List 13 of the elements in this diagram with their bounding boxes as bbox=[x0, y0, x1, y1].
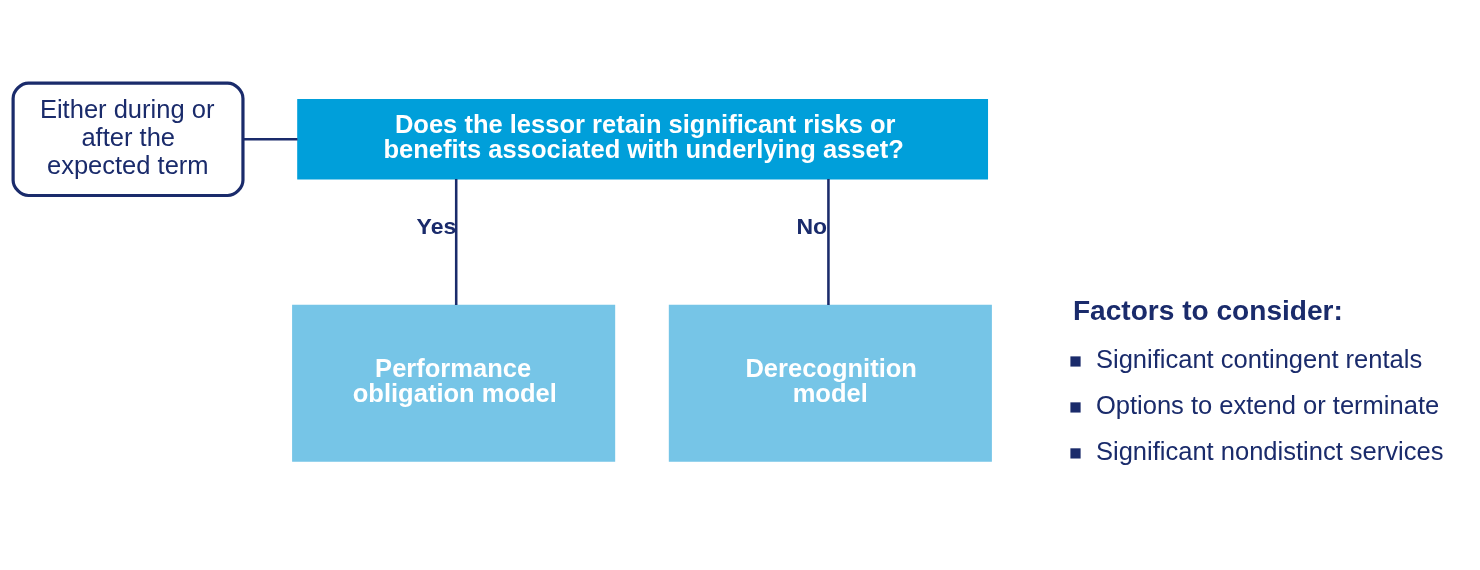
node-box: Does the lessor retain significant risks or benefits associated with underlying asset? bbox=[297, 98, 989, 179]
edge-label: Yes bbox=[416, 212, 457, 239]
connector bbox=[454, 178, 458, 305]
label: Significant nondistinct services bbox=[1095, 436, 1444, 465]
connector bbox=[827, 178, 830, 305]
label: Options to extend or terminate bbox=[1095, 390, 1440, 419]
node-box: Either during or after the expected term bbox=[11, 81, 245, 197]
edge-label: No bbox=[796, 212, 828, 239]
label: Factors to consider: bbox=[1072, 294, 1343, 326]
connector bbox=[243, 137, 298, 141]
node-box: Derecognition model bbox=[668, 304, 992, 462]
node-box: Performance obligation model bbox=[292, 304, 616, 462]
label: Significant contingent rentals bbox=[1095, 344, 1423, 373]
